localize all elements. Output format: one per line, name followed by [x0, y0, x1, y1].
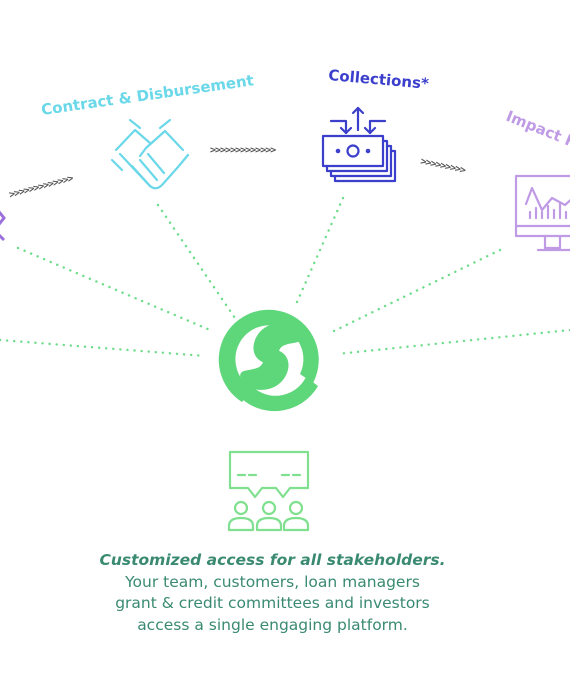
contract-label: Contract & Disbursement: [40, 71, 255, 119]
connector-left-mid: [0, 338, 207, 358]
handshake-icon: [110, 118, 190, 190]
caption-lead: Customized access for all stakeholders.: [99, 551, 446, 569]
arrow-right: >>>>>>>>>: [419, 156, 466, 176]
arrow-left: >>>>>>>>>>>>>: [8, 173, 75, 201]
left-partial-icon: [0, 210, 6, 242]
connector-right-mid: [335, 328, 570, 356]
connector-impact: [330, 248, 502, 334]
caption-line-3: access a single engaging platform.: [137, 615, 408, 634]
arrow-middle: >>>>>>>>>>>>>: [210, 145, 276, 156]
monitor-chart-icon: [514, 174, 570, 252]
flow-arrows: >>>>>>>>>>>>> >>>>>>>>>>>>> >>>>>>>>>: [8, 145, 467, 201]
stakeholders-caption: Customized access for all stakeholders. …: [0, 550, 545, 636]
platform-logo-icon: [218, 309, 319, 412]
caption-line-1: Your team, customers, loan managers: [125, 572, 420, 591]
group-chat-icon: [227, 450, 310, 532]
caption-line-2: grant & credit committees and investors: [115, 594, 430, 612]
connector-left-top: [16, 246, 212, 332]
impact-label: Impact R: [504, 107, 570, 152]
connector-collections: [295, 196, 345, 304]
dotted-connectors: [0, 196, 570, 358]
collections-label: Collections*: [328, 66, 430, 93]
cash-stack-icon: [321, 106, 397, 183]
connector-contract: [156, 203, 237, 320]
